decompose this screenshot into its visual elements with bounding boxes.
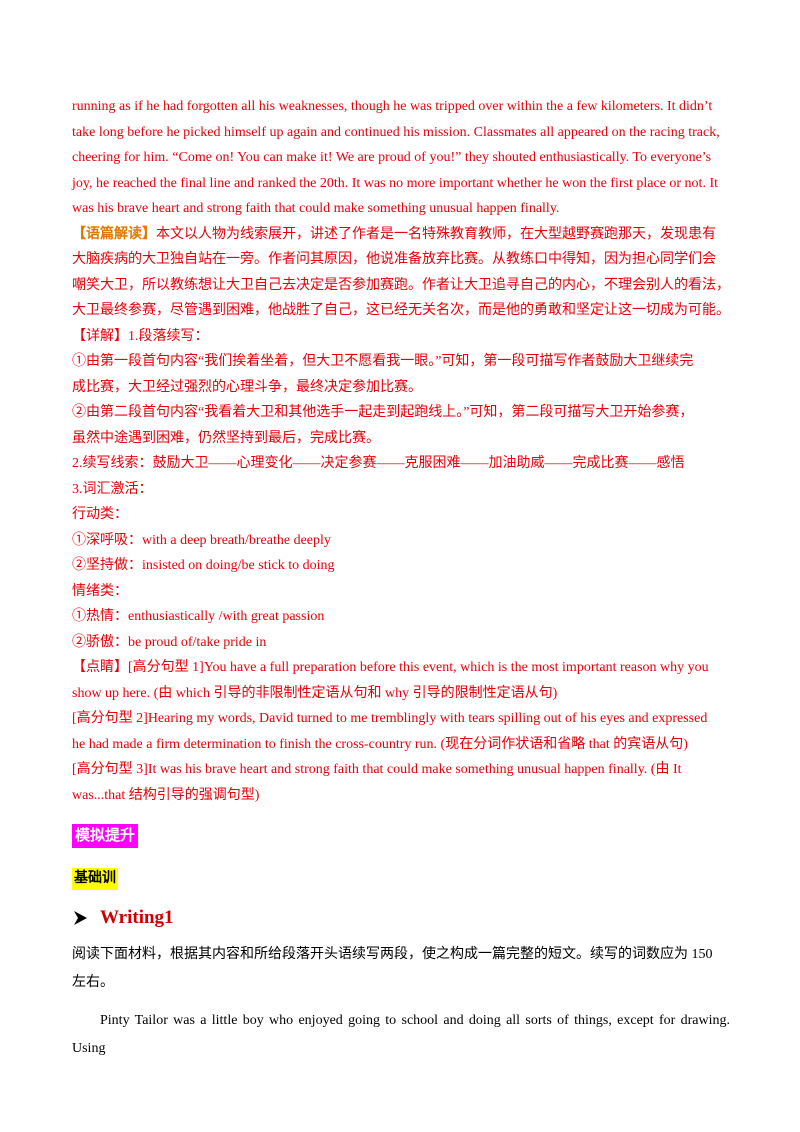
highlight-line: was...that 结构引导的强调句型)	[72, 787, 260, 803]
writing-heading: Writing1	[72, 907, 730, 929]
sub-badge-row: 基础训	[72, 868, 730, 890]
essay-line: running as if he had forgotten all his w…	[72, 99, 713, 114]
essay-line: take long before he picked himself up ag…	[72, 124, 720, 140]
highlight-line: [高分句型 3]It was his brave heart and stron…	[72, 762, 682, 777]
highlight-text: [高分句型 1]You have a full preparation befo…	[128, 660, 709, 675]
detailed-explanation: 【详解】1.段落续写： ①由第一段首句内容“我们挨着坐着，但大卫不愿看我一眼。”…	[72, 324, 730, 656]
section-badge: 模拟提升	[72, 824, 139, 848]
analysis-line: 嘲笑大卫，所以教练想让大卫自己去决定是否参加赛跑。作者让大卫追寻自己的内心，不理…	[72, 277, 730, 293]
section-badge-row: 模拟提升	[72, 824, 730, 848]
details-item: ①热情：enthusiastically /with great passion	[72, 609, 325, 624]
details-item: ①深呼吸：with a deep breath/breathe deeply	[72, 532, 331, 548]
details-item: 成比赛，大卫经过强烈的心理斗争，最终决定参加比赛。	[72, 379, 422, 395]
sub-badge: 基础训	[72, 868, 118, 890]
analysis-text: 本文以人物为线索展开，讲述了作者是一名特殊教育教师，在大型越野赛跑那天，发现患有	[156, 226, 716, 242]
story-paragraph: Pinty Tailor was a little boy who enjoye…	[72, 1013, 730, 1056]
analysis-line: 大卫最终参赛，尽管遇到困难，他战胜了自己，这已经无关名次，而是他的勇敢和坚定让这…	[72, 303, 730, 318]
instruction-line: 阅读下面材料，根据其内容和所给段落开头语续写两段，使之构成一篇完整的短文。续写的…	[72, 947, 713, 962]
highlight-line: show up here. (由 which 引导的非限制性定语从句和 why …	[72, 685, 558, 701]
details-item: ②由第二段首句内容“我看着大卫和其他选手一起走到起跑线上。”可知，第二段可描写大…	[72, 405, 694, 420]
details-item: ②坚持做：insisted on doing/be stick to doing	[72, 558, 335, 573]
highlight-line: [高分句型 2]Hearing my words, David turned t…	[72, 711, 708, 726]
details-item: 3.词汇激活：	[72, 481, 153, 497]
essay-continuation: running as if he had forgotten all his w…	[72, 94, 730, 222]
details-item: 虽然中途遇到困难，仍然坚持到最后，完成比赛。	[72, 430, 380, 446]
details-item: 情绪类：	[72, 583, 128, 599]
arrow-right-icon	[74, 911, 87, 925]
discourse-analysis: 【语篇解读】本文以人物为线索展开，讲述了作者是一名特殊教育教师，在大型越野赛跑那…	[72, 222, 730, 324]
essay-line: joy, he reached the final line and ranke…	[72, 175, 718, 191]
essay-line: cheering for him. “Come on! You can make…	[72, 150, 712, 165]
instruction-line: 左右。	[72, 975, 114, 990]
analysis-tag: 【语篇解读】	[72, 226, 156, 242]
task-instruction: 阅读下面材料，根据其内容和所给段落开头语续写两段，使之构成一篇完整的短文。续写的…	[72, 941, 730, 997]
highlight-line: 【点睛】[高分句型 1]You have a full preparation …	[72, 655, 730, 681]
analysis-line: 大脑疾病的大卫独自站在一旁。作者问其原因，他说准备放弃比赛。从教练口中得知，因为…	[72, 252, 716, 267]
details-item: ②骄傲：be proud of/take pride in	[72, 634, 267, 650]
highlight-line: he had made a firm determination to fini…	[72, 736, 688, 752]
essay-line: was his brave heart and strong faith tha…	[72, 201, 560, 216]
highlight-tag: 【点睛】	[72, 660, 128, 675]
details-item: 2.续写线索：鼓励大卫——心理变化——决定参赛——克服困难——加油助威——完成比…	[72, 456, 685, 471]
details-header: 【详解】1.段落续写：	[72, 328, 209, 344]
highlights: 【点睛】[高分句型 1]You have a full preparation …	[72, 655, 730, 808]
details-item: 行动类：	[72, 507, 128, 522]
writing-title: Writing1	[100, 907, 174, 928]
details-item: ①由第一段首句内容“我们挨着坐着，但大卫不愿看我一眼。”可知，第一段可描写作者鼓…	[72, 354, 694, 369]
analysis-line: 【语篇解读】本文以人物为线索展开，讲述了作者是一名特殊教育教师，在大型越野赛跑那…	[72, 222, 730, 248]
